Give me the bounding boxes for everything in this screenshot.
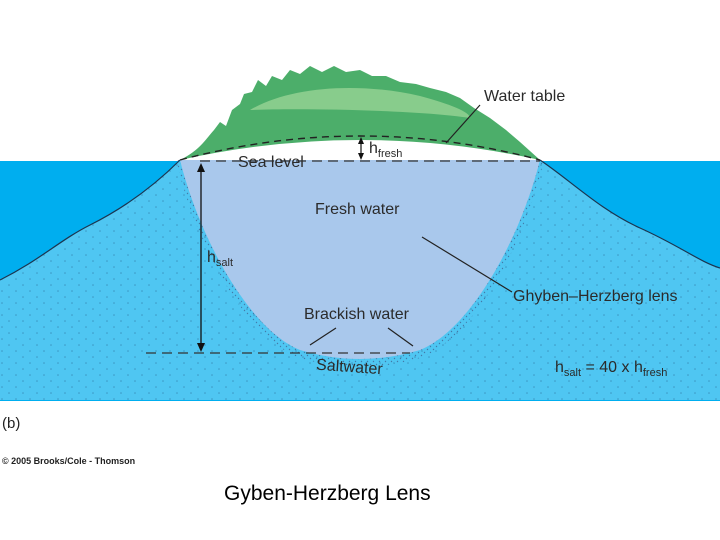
ghyben-herzberg-lens-label: Ghyben–Herzberg lens [513, 288, 678, 305]
sea-level-label: Sea level [238, 154, 304, 171]
brackish-water-label: Brackish water [304, 306, 410, 323]
panel-label: (b) [2, 415, 20, 432]
fresh-water-label: Fresh water [315, 201, 400, 218]
h-fresh-arrowhead-bottom [358, 153, 364, 160]
caption: Gyben-Herzberg Lens [224, 482, 431, 505]
h-fresh-label: hfresh [369, 140, 402, 160]
island [180, 66, 540, 160]
copyright-credit: © 2005 Brooks/Cole - Thomson [2, 456, 135, 466]
water-table-label: Water table [484, 88, 565, 105]
